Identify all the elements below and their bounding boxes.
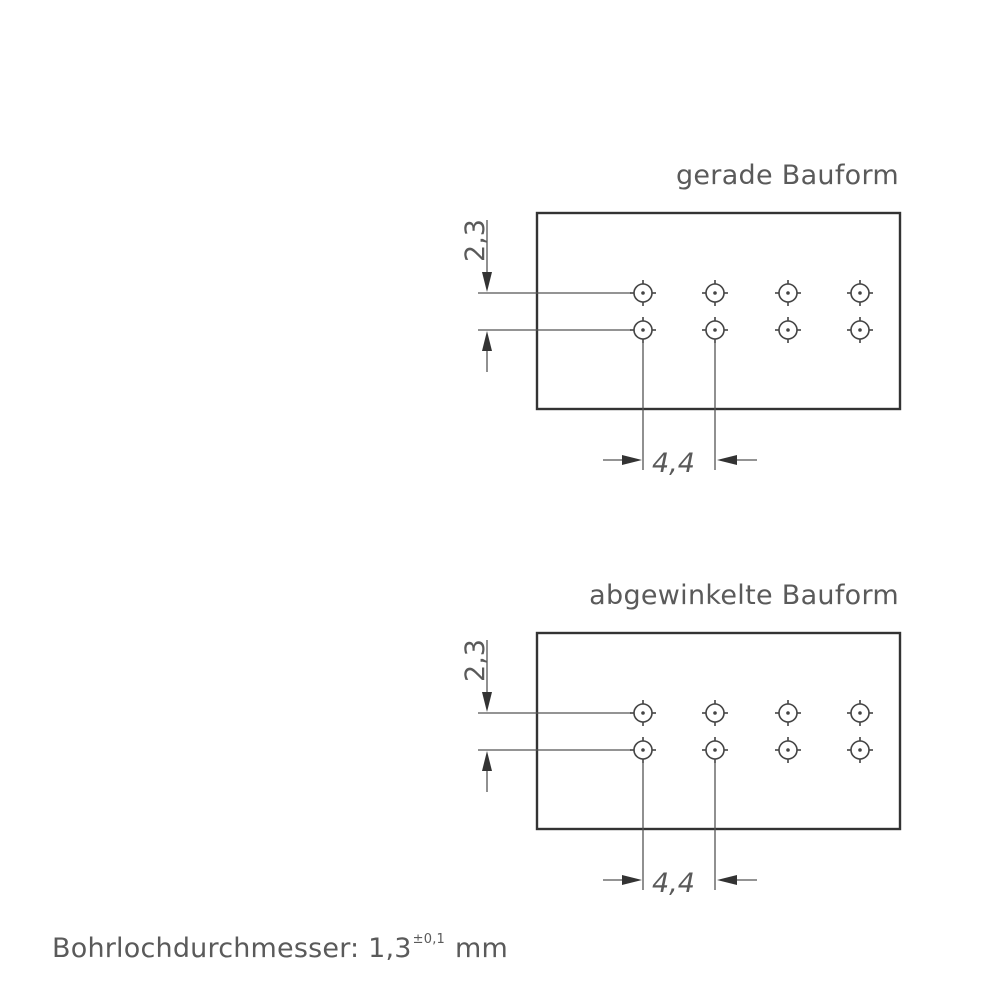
arrow-left-icon bbox=[717, 455, 737, 465]
arrow-right-icon bbox=[622, 455, 642, 465]
dimension-pitch-horizontal: 4,4 bbox=[652, 448, 695, 479]
arrow-left-icon bbox=[717, 875, 737, 885]
connector-outline bbox=[535, 631, 902, 831]
drawing-title-straight: gerade Bauform bbox=[675, 160, 899, 191]
drill-hole-diameter-label: Bohrlochdurchmesser: 1,3 bbox=[52, 933, 412, 964]
drawing-angled: 2,3 4,4 bbox=[460, 631, 902, 899]
arrow-up-icon bbox=[482, 331, 492, 351]
dimension-pitch-vertical: 2,3 bbox=[460, 219, 491, 262]
arrow-down-icon bbox=[482, 692, 492, 712]
drill-hole-grid bbox=[629, 699, 874, 764]
drawing-straight: 2,3 4,4 bbox=[460, 211, 902, 479]
arrow-right-icon bbox=[622, 875, 642, 885]
dimension-pitch-vertical: 2,3 bbox=[460, 639, 491, 682]
connector-outline bbox=[535, 211, 902, 411]
drill-hole-grid bbox=[629, 279, 874, 344]
drill-hole-tolerance: ±0,1 bbox=[412, 932, 446, 947]
arrow-up-icon bbox=[482, 751, 492, 771]
drill-hole-unit: mm bbox=[455, 933, 509, 964]
drawing-title-angled: abgewinkelte Bauform bbox=[589, 580, 899, 611]
arrow-down-icon bbox=[482, 272, 492, 292]
drill-hole-diameter-note: Bohrlochdurchmesser: 1,3±0,1 mm bbox=[52, 932, 508, 964]
dimension-pitch-horizontal: 4,4 bbox=[652, 868, 695, 899]
